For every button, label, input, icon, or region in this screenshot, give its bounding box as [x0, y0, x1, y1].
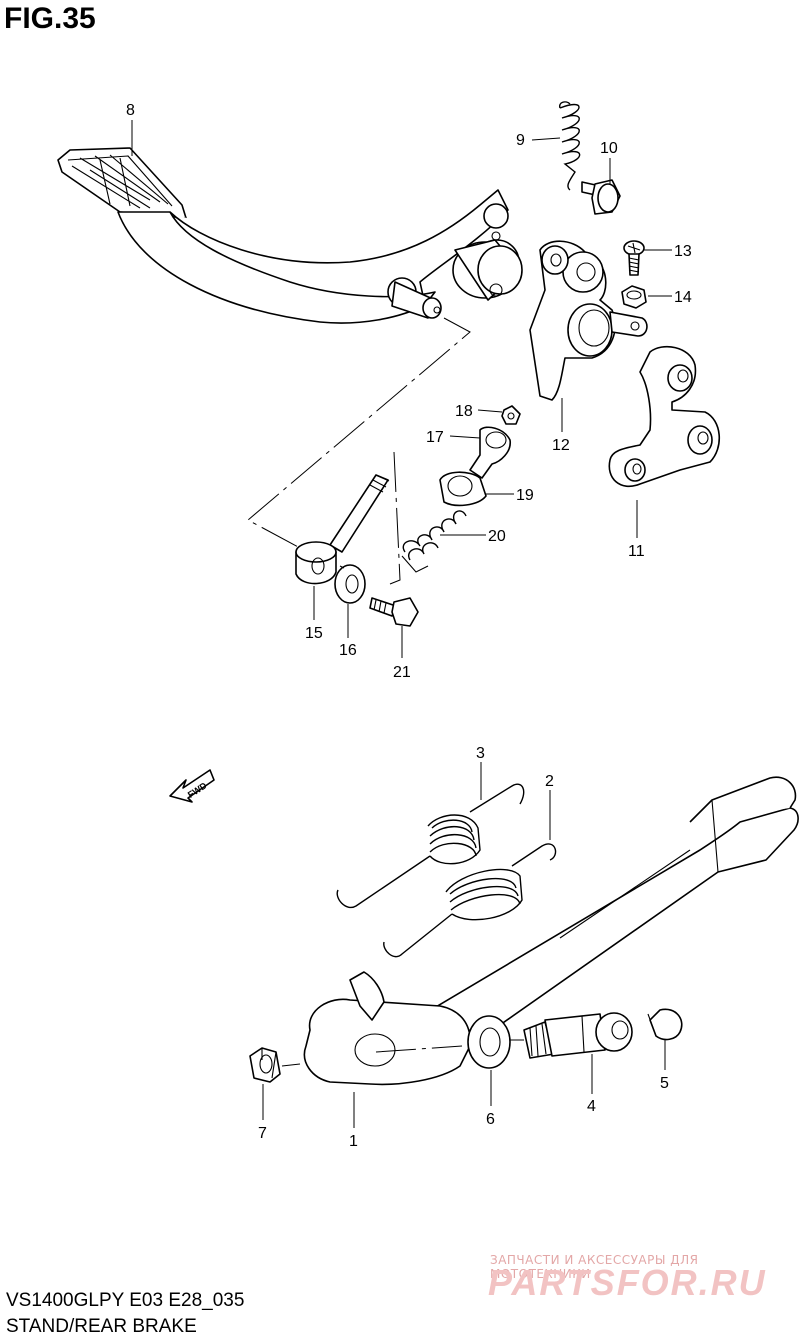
brake-pedal-part-8[interactable]: [57, 147, 523, 324]
spring-part-3[interactable]: [336, 783, 525, 909]
lever-part-12[interactable]: [529, 240, 648, 401]
label-12: 12: [552, 437, 570, 454]
bracket-part-11[interactable]: [608, 345, 721, 487]
label-10: 10: [600, 140, 618, 157]
joint-nut-part-19[interactable]: [439, 471, 487, 507]
label-14: 14: [674, 289, 692, 306]
label-5: 5: [660, 1075, 669, 1092]
label-15: 15: [305, 625, 323, 642]
label-2: 2: [545, 773, 554, 790]
label-17: 17: [426, 429, 444, 446]
label-3: 3: [476, 745, 485, 762]
label-11: 11: [628, 543, 645, 560]
washer-part-15[interactable]: [295, 541, 337, 585]
nut-part-7[interactable]: [249, 1047, 281, 1083]
label-4: 4: [587, 1098, 596, 1115]
part-labels: 8 9 10 13 14 12 11 18 17 19 20 15 16 21 …: [126, 102, 692, 1150]
label-19: 19: [516, 487, 534, 504]
spring-part-2[interactable]: [383, 843, 557, 958]
washer-part-16[interactable]: [334, 564, 366, 604]
bolt-part-10[interactable]: [581, 179, 621, 215]
nut-part-14[interactable]: [621, 285, 647, 309]
label-6: 6: [486, 1111, 495, 1128]
watermark-tagline: ЗАПЧАСТИ И АКСЕССУАРЫ ДЛЯ МОТОТЕХНИКИ: [490, 1253, 699, 1281]
joint-part-17[interactable]: [469, 426, 511, 479]
cap-part-5[interactable]: [647, 1008, 683, 1041]
label-16: 16: [339, 642, 357, 659]
spring-part-20[interactable]: [401, 510, 467, 573]
screw-part-13[interactable]: [623, 240, 645, 276]
clip-part-18[interactable]: [501, 405, 521, 425]
label-9: 9: [516, 132, 525, 149]
side-stand-part-1[interactable]: [303, 776, 799, 1086]
brake-rod: [329, 474, 390, 553]
washer-part-6[interactable]: [467, 1015, 511, 1069]
model-code: VS1400GLPY E03 E28_035: [6, 1290, 245, 1311]
label-18: 18: [455, 403, 473, 420]
watermark-logo: PARTSFOR.RU: [488, 1262, 767, 1303]
section-name: STAND/REAR BRAKE: [6, 1316, 197, 1337]
label-7: 7: [258, 1125, 267, 1142]
pivot-bolt-part-4[interactable]: [523, 1012, 633, 1059]
bolt-part-21[interactable]: [369, 597, 419, 627]
forward-direction-marker: FWD: [169, 769, 215, 803]
label-8: 8: [126, 102, 135, 119]
label-20: 20: [488, 528, 506, 545]
label-21: 21: [393, 664, 411, 681]
assembly-lines-brake: [247, 317, 471, 585]
return-spring-part-9[interactable]: [558, 101, 581, 191]
assembly-lines-stand: [281, 1039, 524, 1067]
label-13: 13: [674, 243, 692, 260]
leader-lines: [131, 120, 672, 1128]
label-1: 1: [349, 1133, 358, 1150]
figure-title: FIG.35: [4, 2, 96, 35]
